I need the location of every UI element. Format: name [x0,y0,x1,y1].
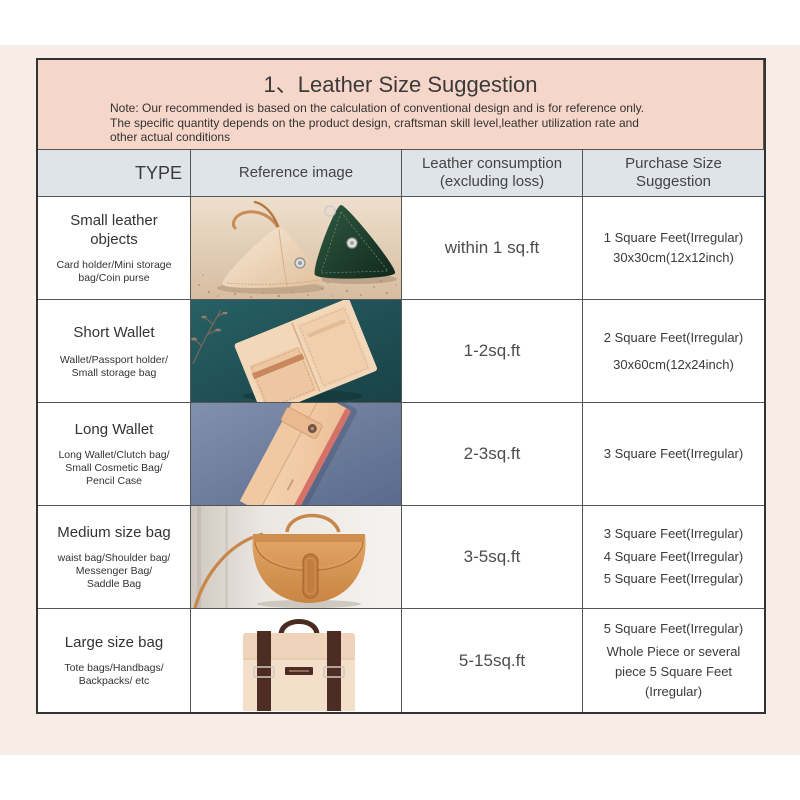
row-1-consumption-cell: within 1 sq.ft [402,197,583,300]
type-examples: Wallet/Passport holder/ Small storage ba… [60,354,168,380]
type-examples-line: Small Cosmetic Bag/ [65,462,163,474]
type-label: Long Wallet [75,420,154,439]
purchase-line: 5 Square Feet(Irregular) [603,621,744,636]
note-line: other actual conditions [110,130,231,144]
column-header-type: TYPE [38,150,191,197]
type-examples-line: Tote bags/Handbags/ [64,662,164,674]
purchase-line: 1 Square Feet(Irregular) [603,230,744,245]
type-examples-line: Backpacks/ etc [78,675,150,687]
row-5-purchase-cell: 5 Square Feet(Irregular) Whole Piece or … [583,609,764,712]
purchase-line: (Irregular) [644,684,703,699]
type-label: Small leather objects [70,211,158,249]
consumption-value: 3-5sq.ft [463,547,521,566]
row-2-type-cell: Short Wallet Wallet/Passport holder/ Sma… [38,300,191,403]
row-2-purchase-cell: 2 Square Feet(Irregular) 30x60cm(12x24in… [583,300,764,403]
purchase-line: 3 Square Feet(Irregular) [603,526,744,542]
type-label: Short Wallet [73,323,154,342]
type-label-line: Long Wallet [74,421,154,438]
row-4-consumption-cell: 3-5sq.ft [402,506,583,609]
row-3-consumption-cell: 2-3sq.ft [402,403,583,506]
type-label: Medium size bag [57,523,170,542]
type-label-line: Large size bag [64,634,164,651]
row-3-type-cell: Long Wallet Long Wallet/Clutch bag/ Smal… [38,403,191,506]
short-wallet-photo [191,300,401,402]
type-label-line: Medium size bag [57,524,171,541]
column-header-purchase-line: Suggestion [635,173,712,190]
row-1-purchase-cell: 1 Square Feet(Irregular) 30x30cm(12x12in… [583,197,764,300]
type-examples: Tote bags/Handbags/ Backpacks/ etc [64,662,163,688]
row-5-image-cell [191,609,402,712]
type-examples: waist bag/Shoulder bag/ Messenger Bag/ S… [58,552,171,591]
purchase-line: 2 Square Feet(Irregular) [603,330,744,345]
column-header-consumption-line: Leather consumption [421,155,563,172]
column-header-leather-consumption: Leather consumption (excluding loss) [402,150,583,197]
row-3-purchase-cell: 3 Square Feet(Irregular) [583,403,764,506]
row-3-image-cell [191,403,402,506]
row-2-image-cell [191,300,402,403]
row-5-type-cell: Large size bag Tote bags/Handbags/ Backp… [38,609,191,712]
note-line: Note: Our recommended is based on the ca… [110,101,645,115]
table-title: 1、Leather Size Suggestion [263,72,538,97]
purchase-line: 30x60cm(12x24inch) [613,357,734,372]
purchase-line: 4 Square Feet(Irregular) [603,548,744,564]
type-examples-line: bag/Coin purse [78,272,150,284]
column-header-reference-image: Reference image [191,150,402,197]
column-header-image-label: Reference image [238,164,354,181]
backpack-photo [191,609,401,711]
consumption-value: 1-2sq.ft [463,341,521,360]
long-wallet-photo [191,403,401,505]
type-label: Large size bag [65,633,163,652]
purchase-line: Whole Piece or several [606,644,741,659]
type-examples: Card holder/Mini storage bag/Coin purse [57,259,172,285]
column-header-purchase-size: Purchase Size Suggestion [583,150,764,197]
row-1-type-cell: Small leather objects Card holder/Mini s… [38,197,191,300]
type-label-line: Small leather [70,212,158,229]
type-examples-line: Small storage bag [71,366,157,379]
table-header: 1、Leather Size Suggestion Note: Our reco… [38,60,764,150]
purchase-line: 3 Square Feet(Irregular) [603,446,744,461]
type-examples-line: waist bag/Shoulder bag/ [57,552,171,564]
row-2-consumption-cell: 1-2sq.ft [402,300,583,403]
purchase-line: piece 5 Square Feet [614,664,733,679]
column-header-consumption-line: (excluding loss) [439,173,545,190]
type-label-line: Short Wallet [73,323,155,341]
column-header-type-label: TYPE [134,163,182,183]
row-4-purchase-cell: 3 Square Feet(Irregular) 4 Square Feet(I… [583,506,764,609]
type-examples-line: Card holder/Mini storage [56,259,172,271]
column-header-purchase-line: Purchase Size [625,155,722,172]
consumption-value: 5-15sq.ft [458,650,526,670]
row-1-image-cell [191,197,402,300]
type-examples: Long Wallet/Clutch bag/ Small Cosmetic B… [58,449,169,488]
type-label-line: objects [90,231,138,248]
type-examples-line: Messenger Bag/ [75,565,153,577]
type-examples-line: Wallet/Passport holder/ [59,353,169,366]
row-5-consumption-cell: 5-15sq.ft [402,609,583,712]
type-examples-line: Pencil Case [85,475,143,487]
type-examples-line: Saddle Bag [86,578,142,590]
row-4-image-cell [191,506,402,609]
purchase-line: 30x30cm(12x12inch) [613,250,734,265]
note-text: Note: Our recommended is based on the ca… [110,101,644,145]
coin-purse-photo [191,197,401,299]
leather-size-table: 1、Leather Size Suggestion Note: Our reco… [36,58,766,714]
note-line: The specific quantity depends on the pro… [110,115,639,130]
purchase-line: 5 Square Feet(Irregular) [603,571,744,587]
consumption-value: within 1 sq.ft [444,238,540,257]
saddle-bag-photo [191,506,401,608]
type-examples-line: Long Wallet/Clutch bag/ [58,449,170,461]
consumption-value: 2-3sq.ft [463,444,521,463]
row-4-type-cell: Medium size bag waist bag/Shoulder bag/ … [38,506,191,609]
